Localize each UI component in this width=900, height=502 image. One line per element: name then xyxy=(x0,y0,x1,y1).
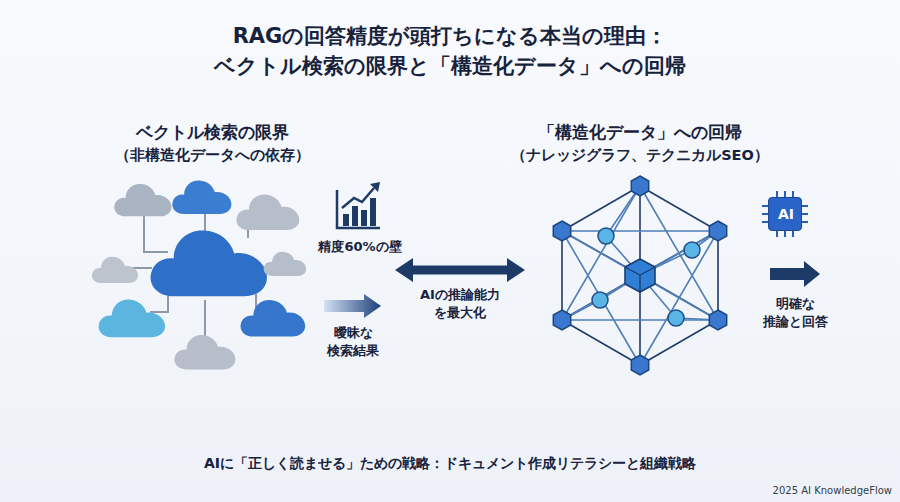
cloud-icon xyxy=(99,300,166,338)
chart-bar xyxy=(352,206,358,226)
wire xyxy=(204,300,206,340)
trend-line xyxy=(342,188,374,208)
diagram-title: RAGの回答精度が頭打ちになる本当の理由： ベクトル検索の限界と「構造化データ」… xyxy=(190,22,710,82)
cloud-icon xyxy=(92,257,138,283)
edge-label: AIの推論能力 を最大化 xyxy=(405,286,515,321)
graph-cube xyxy=(625,259,655,292)
diagram-caption: AIに「正しく読ませる」ための戦略：ドキュメント作成リテラシーと組織戦略 xyxy=(0,455,900,473)
section-subheading: （ナレッジグラフ、テクニカルSEO） xyxy=(485,146,795,164)
graph-nodes xyxy=(553,176,726,375)
cloud-icon xyxy=(172,180,231,213)
section-subheading: （非構造化データへの依存） xyxy=(70,146,355,164)
section-panel: ベクトル検索の限界（非構造化データへの依存） xyxy=(90,120,395,420)
cloud-icon xyxy=(151,230,267,296)
note-label: 曖昧な 検索結果 xyxy=(313,324,393,359)
graph-hex xyxy=(709,310,726,330)
cloud-icon xyxy=(264,252,306,276)
graph-hex xyxy=(553,221,570,241)
double-arrow xyxy=(395,258,525,282)
graph-outline xyxy=(562,186,718,365)
graph-hex xyxy=(709,221,726,241)
chart-bar xyxy=(343,214,349,226)
cloud-icon xyxy=(241,300,306,337)
graph-link xyxy=(562,186,718,320)
chip-pins xyxy=(762,191,808,237)
graph-hex xyxy=(553,310,570,330)
graph-link xyxy=(562,186,718,365)
wire xyxy=(144,212,168,252)
section-panel: 「構造化データ」への回帰（ナレッジグラフ、テクニカルSEO） xyxy=(525,120,755,420)
trend-head xyxy=(370,182,380,192)
chip-label: AI xyxy=(769,206,803,224)
cloud-icon xyxy=(114,184,171,216)
cloud-cluster xyxy=(92,180,306,369)
graph-dot xyxy=(684,242,700,258)
graph-dot xyxy=(598,228,614,244)
graph-dot xyxy=(668,310,684,326)
chip-box: AI xyxy=(768,197,802,231)
section-heading: ベクトル検索の限界 xyxy=(70,122,355,143)
chart-icon xyxy=(337,182,380,228)
knowledge-graph xyxy=(562,186,718,365)
flow-arrow xyxy=(324,294,381,318)
cloud-icon xyxy=(236,195,299,231)
note-label: 精度60%の壁 xyxy=(305,238,415,256)
chip-pin xyxy=(762,191,808,237)
graph-link xyxy=(562,186,718,365)
flow-arrow xyxy=(770,261,820,287)
chart-bar xyxy=(370,198,376,226)
note-label: 明確な 推論と回答 xyxy=(755,295,835,330)
cloud-icon xyxy=(174,335,235,369)
watermark: 2025 AI KnowledgeFlow xyxy=(740,484,892,498)
graph-dot xyxy=(592,292,608,308)
graph-hex xyxy=(631,176,648,196)
chart-bar xyxy=(361,210,367,226)
graph-hex xyxy=(631,355,648,375)
chart-axis xyxy=(337,190,380,228)
section-heading: 「構造化データ」への回帰 xyxy=(485,122,795,143)
wire xyxy=(150,296,168,312)
graph-cube-edge xyxy=(625,267,655,292)
